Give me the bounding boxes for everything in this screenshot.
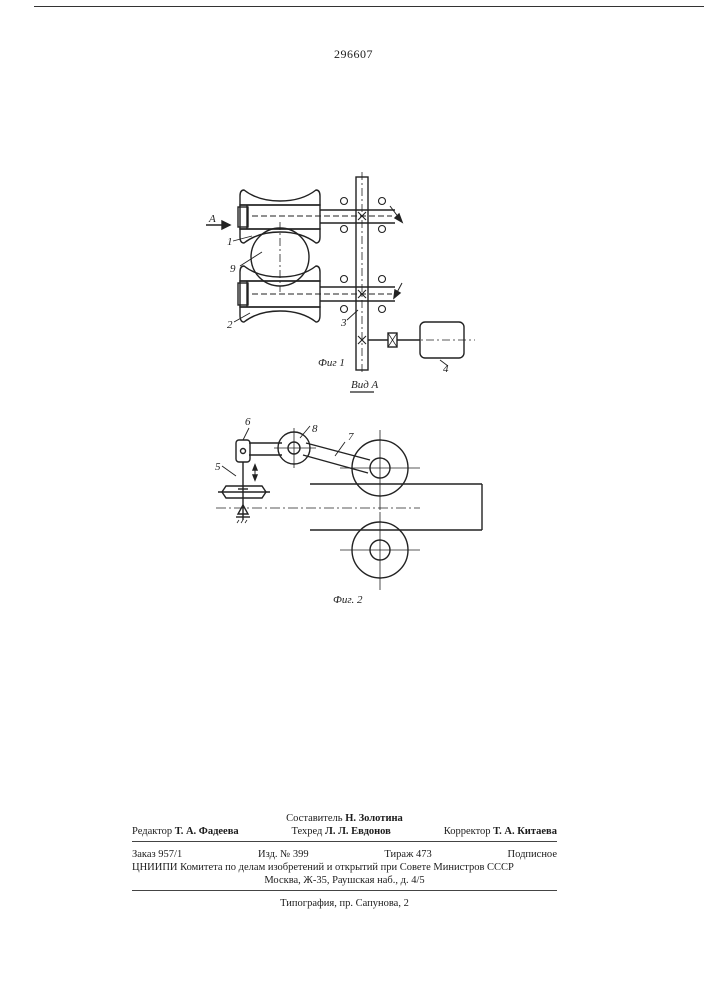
editor: Редактор Т. А. Фадеева bbox=[132, 825, 239, 838]
label-1: 1 bbox=[227, 236, 233, 248]
view-a-title: Вид А bbox=[351, 379, 379, 391]
figure-2 bbox=[216, 426, 482, 590]
label-4: 4 bbox=[443, 363, 449, 375]
subscription: Подписное bbox=[508, 848, 557, 861]
order-line: Заказ 957/1 Изд. № 399 Тираж 473 Подписн… bbox=[132, 848, 557, 861]
lower-roller bbox=[238, 266, 395, 322]
imprint-rule-2 bbox=[132, 890, 557, 891]
figure-1-caption: Фиг 1 bbox=[318, 357, 345, 369]
techred-label: Техред bbox=[291, 826, 322, 837]
label-5: 5 bbox=[215, 461, 221, 473]
compiler-label: Составитель bbox=[286, 813, 342, 824]
label-7: 7 bbox=[348, 431, 354, 443]
figure-2-caption: Фиг. 2 bbox=[333, 594, 363, 606]
crank-block bbox=[236, 440, 250, 462]
label-8: 8 bbox=[312, 423, 318, 435]
print-run: Тираж 473 bbox=[384, 848, 431, 861]
printing-house: Типография, пр. Сапунова, 2 bbox=[132, 897, 557, 910]
label-2: 2 bbox=[227, 319, 233, 331]
order-number: Заказ 957/1 bbox=[132, 848, 182, 861]
editor-name: Т. А. Фадеева bbox=[175, 826, 239, 837]
staff-line: Редактор Т. А. Фадеева Техред Л. Л. Евдо… bbox=[132, 825, 557, 838]
organization-line: ЦНИИПИ Комитета по делам изобретений и о… bbox=[132, 861, 557, 874]
techred-name: Л. Л. Евдонов bbox=[325, 826, 391, 837]
address-line: Москва, Ж-35, Раушская наб., д. 4/5 bbox=[132, 874, 557, 887]
editor-label: Редактор bbox=[132, 826, 172, 837]
compiler-name: Н. Золотина bbox=[345, 813, 403, 824]
view-arrow-label: А bbox=[208, 213, 216, 225]
label-6: 6 bbox=[245, 416, 251, 428]
corrector-name: Т. А. Китаева bbox=[493, 826, 557, 837]
figure-1 bbox=[206, 172, 475, 375]
issue-number: Изд. № 399 bbox=[258, 848, 309, 861]
corrector: Корректор Т. А. Китаева bbox=[444, 825, 557, 838]
corrector-label: Корректор bbox=[444, 826, 491, 837]
techred: Техред Л. Л. Евдонов bbox=[291, 825, 390, 838]
label-9: 9 bbox=[230, 263, 236, 275]
imprint-rule bbox=[132, 841, 557, 842]
compiler-line: Составитель Н. Золотина bbox=[132, 812, 557, 825]
imprint-block: Составитель Н. Золотина Редактор Т. А. Ф… bbox=[132, 812, 557, 910]
label-3: 3 bbox=[340, 317, 347, 329]
